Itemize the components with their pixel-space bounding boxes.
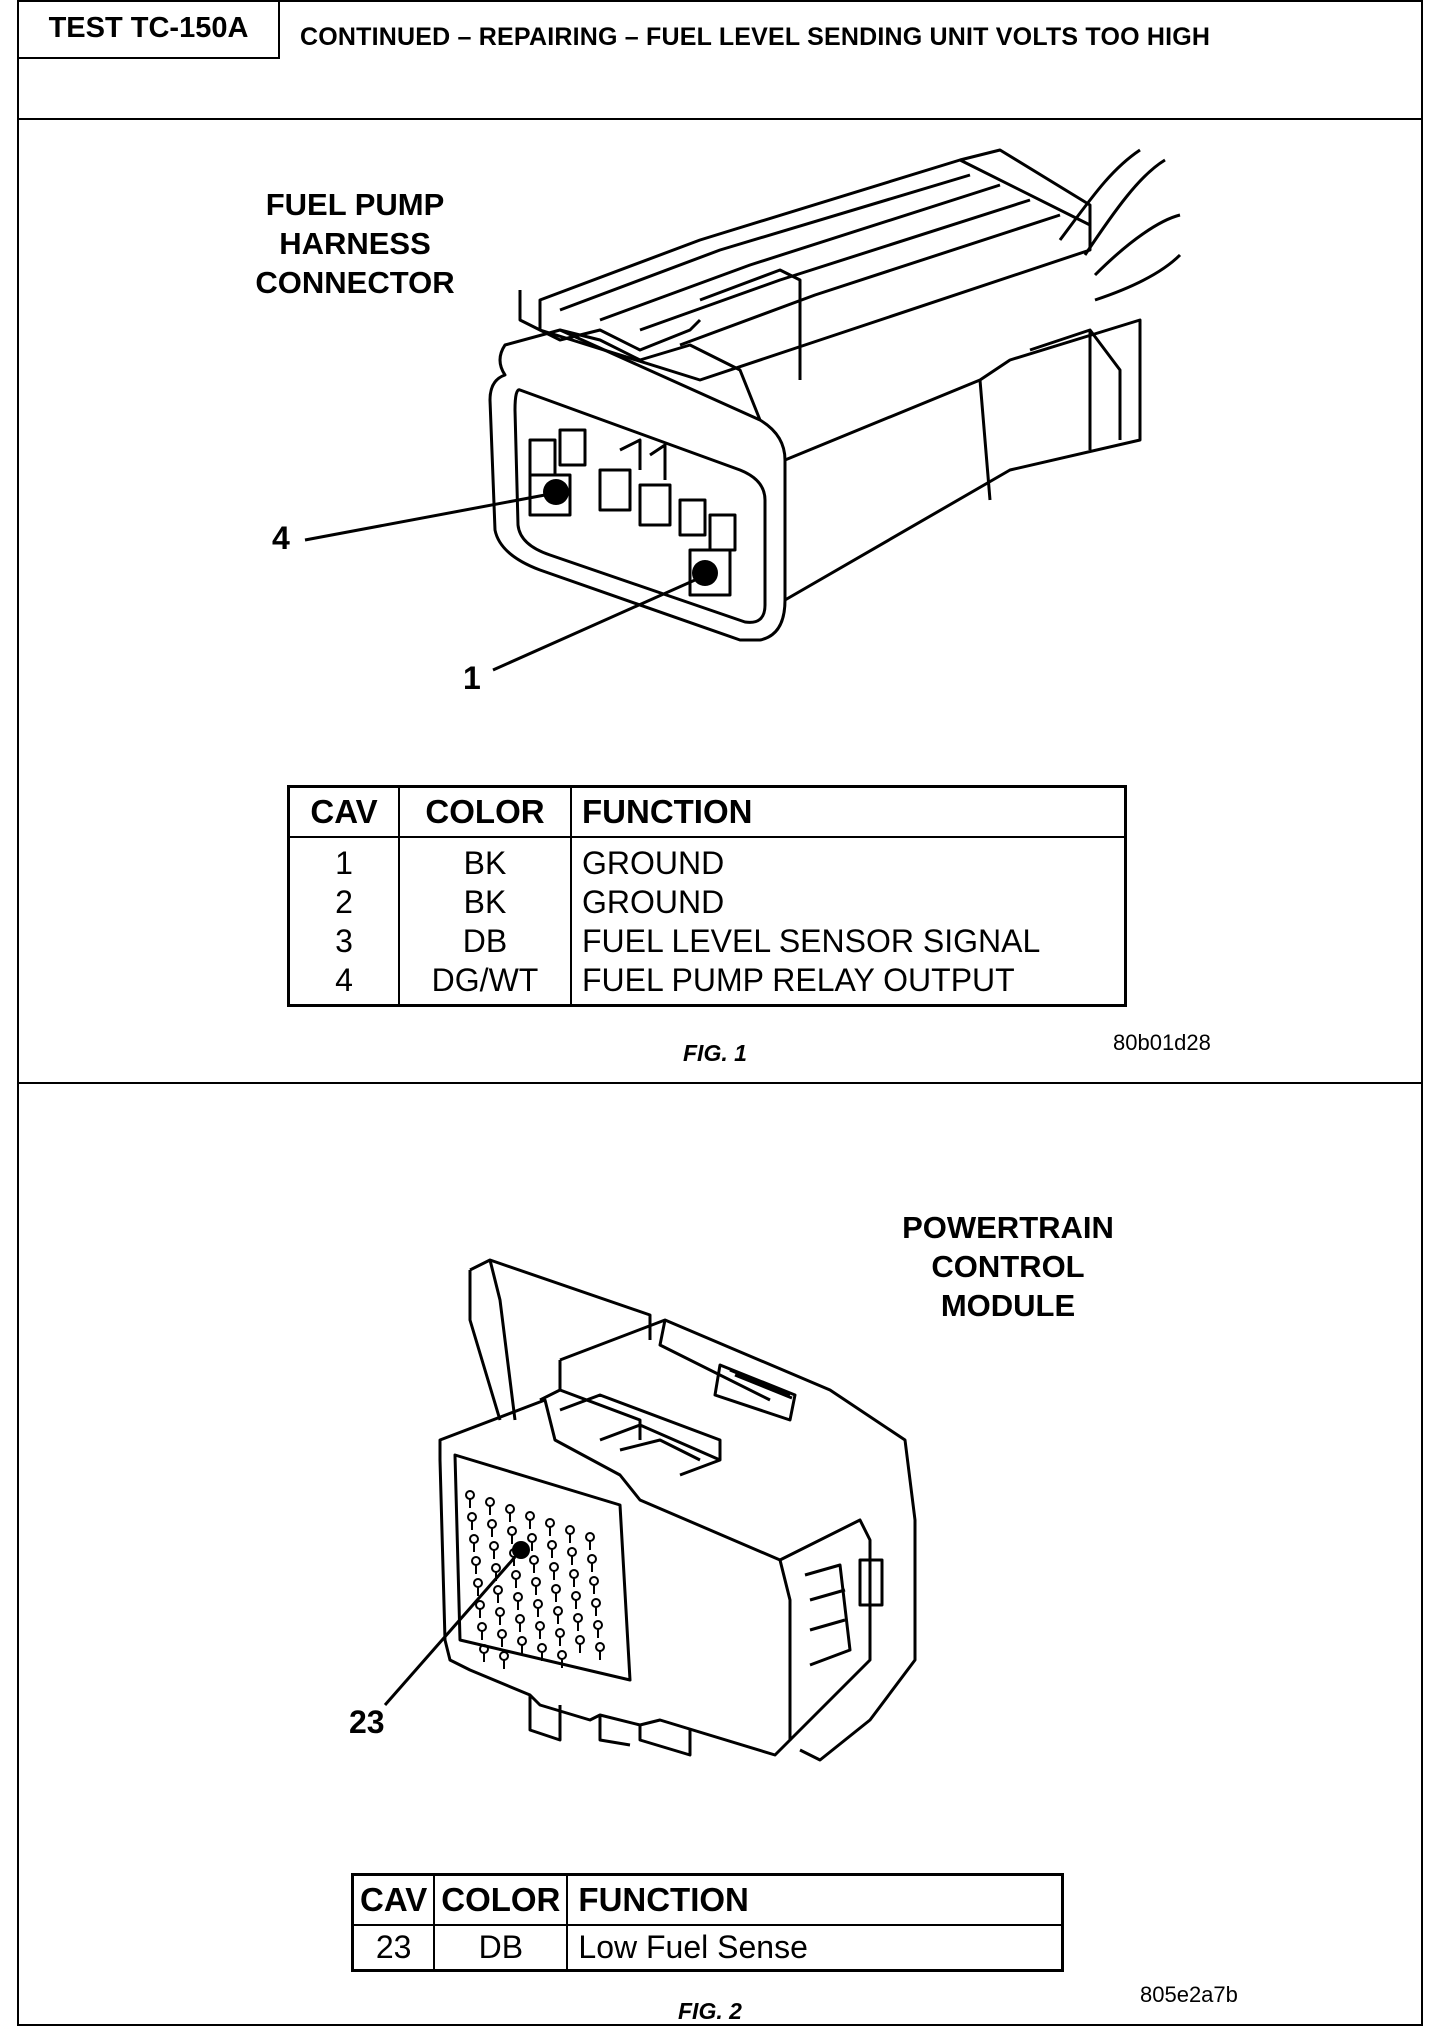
pin-cavity [525,1511,535,1521]
pin-cavity [489,1541,499,1551]
callout-1: 1 [463,660,481,696]
pin-cavity [553,1606,563,1616]
col-color: COLOR [433,1873,569,1926]
pcm-pinout-table: CAV COLOR FUNCTION 23 DB Low Fuel Sense [351,1873,1064,1972]
pin-cavity [507,1526,517,1536]
pin-cavity [593,1620,603,1630]
pin-cavity [499,1651,509,1661]
pin-cavity [573,1613,583,1623]
page-frame [17,0,1423,2026]
powertrain-control-module-label: POWERTRAIN CONTROL MODULE [902,1210,1114,1323]
pin-cavity [487,1519,497,1529]
table-header-row: CAV COLOR FUNCTION [287,785,1127,838]
fig2-image-code: 805e2a7b [1140,1982,1238,2007]
table-row: 1 BK GROUND [287,837,1127,883]
col-cav: CAV [287,785,400,838]
pin-cavity [465,1490,475,1500]
fuel-pump-connector-drawing [304,148,1182,672]
pin-cavity [565,1525,575,1535]
header-divider [17,118,1423,120]
pin-cavity [467,1512,477,1522]
pin-cavity [531,1577,541,1587]
test-id: TEST TC-150A [48,12,249,44]
pin-cavity [551,1584,561,1594]
pin-cavity [585,1532,595,1542]
test-id-box: TEST TC-150A [17,0,280,59]
pin-cavity [511,1570,521,1580]
pcm-pin-grid [465,1490,605,1669]
pin-cavity [469,1534,479,1544]
table-header-row: CAV COLOR FUNCTION [351,1873,1064,1926]
callout-23: 23 [349,1704,385,1740]
fuel-pump-pinout-table: CAV COLOR FUNCTION 1 BK GROUND 2 BK GROU… [287,785,1127,1007]
fig1-caption: FIG. 1 [683,1040,747,1066]
pin-cavity [557,1650,567,1660]
fig1-image-code: 80b01d28 [1113,1030,1211,1055]
pin-cavity [555,1628,565,1638]
pin-cavity [533,1599,543,1609]
pin-cavity [513,1592,523,1602]
pin-cavity [495,1607,505,1617]
page-title: CONTINUED – REPAIRING – FUEL LEVEL SENDI… [300,23,1211,51]
pin-cavity [537,1643,547,1653]
table-row: 3 DB FUEL LEVEL SENSOR SIGNAL [287,922,1127,961]
pin-cavity [473,1578,483,1588]
pin-cavity [547,1540,557,1550]
pin-cavity [549,1562,559,1572]
pin-cavity [545,1518,555,1528]
table-row: 4 DG/WT FUEL PUMP RELAY OUTPUT [287,961,1127,1006]
pin-cavity [515,1614,525,1624]
pin-cavity [497,1629,507,1639]
fuel-pump-harness-connector-label: FUEL PUMP HARNESS CONNECTOR [255,187,455,300]
pin-cavity [567,1547,577,1557]
pin-cavity [591,1598,601,1608]
fig2-caption: FIG. 2 [678,1998,742,2024]
pin-cavity [471,1556,481,1566]
pin-cavity [493,1585,503,1595]
pin-cavity [575,1635,585,1645]
pin-cavity [589,1576,599,1586]
col-function: FUNCTION [566,1873,1064,1926]
col-cav: CAV [351,1873,436,1926]
pin-cavity [535,1621,545,1631]
col-function: FUNCTION [570,785,1127,838]
callout-4: 4 [272,520,290,556]
pin-cavity [571,1591,581,1601]
pin-cavity [517,1636,527,1646]
pin-cavity [527,1533,537,1543]
pin-cavity [485,1497,495,1507]
figure-divider [17,1082,1423,1084]
pin-cavity [477,1622,487,1632]
pin-cavity [505,1504,515,1514]
table-row: 23 DB Low Fuel Sense [351,1924,1064,1971]
pin-cavity [491,1563,501,1573]
pin-cavity [587,1554,597,1564]
pin-cavity [529,1555,539,1565]
table-row: 2 BK GROUND [287,883,1127,922]
pin-cavity [569,1569,579,1579]
col-color: COLOR [398,785,572,838]
pin-cavity [595,1642,605,1652]
